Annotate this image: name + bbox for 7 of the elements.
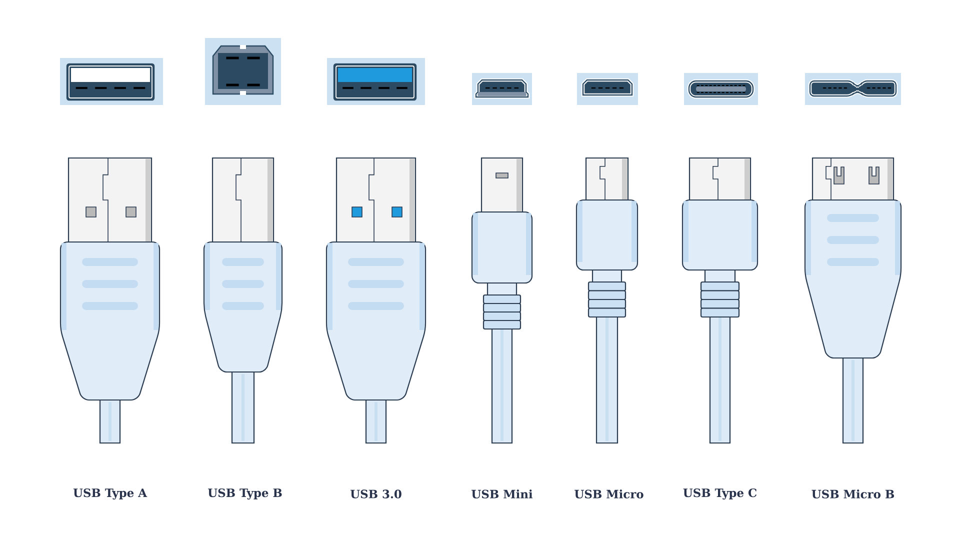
connector-label: USB Micro bbox=[574, 490, 644, 498]
connector-label: USB Mini bbox=[472, 490, 533, 498]
connector-label: USB Type A bbox=[73, 488, 148, 500]
connector-label: USB Type C bbox=[683, 488, 757, 500]
connector-label: USB Micro B bbox=[812, 490, 894, 498]
connector-label: USB Type B bbox=[208, 488, 282, 500]
connector-label: USB 3.0 bbox=[350, 490, 402, 498]
